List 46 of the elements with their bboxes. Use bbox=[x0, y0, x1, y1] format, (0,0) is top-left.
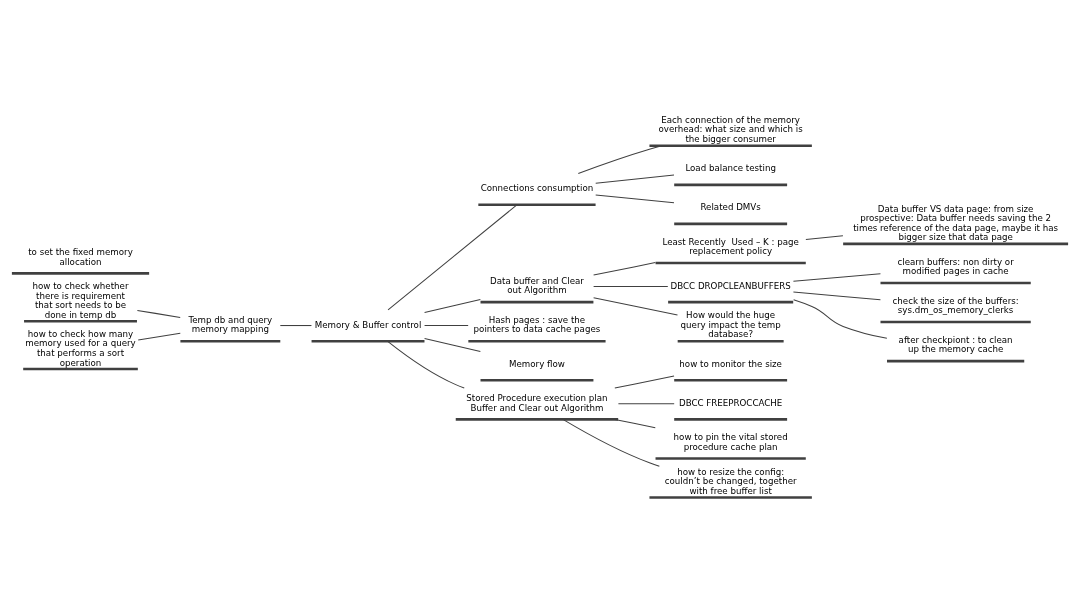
connector bbox=[279, 325, 312, 327]
node-text: Related DMVs bbox=[700, 202, 761, 213]
node-text: DBCC DROPCLEANBUFFERS bbox=[670, 280, 791, 291]
node-text: Data buffer VS data page: from size prospective: Data buffer needs saving the 2 times reference of the data page, maybe it has bigger size that data page bbox=[853, 203, 1059, 243]
node-text: clearn buffers: non dirty or modified pages in cache bbox=[897, 256, 1014, 277]
connector bbox=[593, 297, 678, 316]
connector bbox=[424, 298, 481, 314]
connector bbox=[577, 145, 663, 174]
node-text: Load balance testing bbox=[685, 163, 776, 174]
node-text: Memory & Buffer control bbox=[314, 319, 422, 330]
connector bbox=[595, 194, 675, 204]
node-text: Memory flow bbox=[509, 358, 565, 369]
node-text: Hash pages : save the pointers to data cache pages bbox=[473, 314, 601, 335]
connector bbox=[424, 325, 469, 327]
connector bbox=[424, 338, 481, 353]
connector bbox=[805, 235, 844, 241]
node-text: How would the huge query impact the temp database? bbox=[680, 310, 781, 340]
node-text: to set the fixed memory allocation bbox=[28, 247, 133, 267]
connector bbox=[614, 418, 656, 429]
node-text: how to monitor the size bbox=[679, 358, 782, 369]
connector bbox=[137, 332, 181, 341]
node-text: how to check whether there is requirement that sort needs to be done in temp db bbox=[32, 281, 129, 320]
connector bbox=[387, 340, 465, 389]
node-text: how to check how many memory used for a query that performs a sort operation bbox=[25, 328, 136, 368]
connector bbox=[614, 375, 675, 389]
node-text: Temp db and query memory mapping bbox=[188, 314, 273, 335]
node-text: Least Recently Used – K : page replacement policy bbox=[662, 236, 799, 257]
connector bbox=[595, 174, 675, 184]
node-text: check the size of the buffers: sys.dm_os_memory_clerks bbox=[892, 295, 1019, 316]
connector bbox=[562, 418, 660, 467]
connector bbox=[387, 204, 518, 311]
node-text: Data buffer and Clear out Algorithm bbox=[490, 275, 584, 296]
node-text: Connections consumption bbox=[480, 183, 594, 194]
node-text: after checkpiont : to clean up the memory cache bbox=[898, 334, 1013, 355]
node-text: DBCC FREEPROCCACHE bbox=[678, 397, 783, 408]
node-text: how to pin the vital stored procedure cache plan bbox=[673, 432, 788, 452]
node-text: Stored Procedure execution plan Buffer and Clear out Algorithm bbox=[466, 393, 608, 413]
node-text: how to resize the config: couldn’t be changed, together with free buffer list bbox=[664, 466, 797, 496]
connector bbox=[617, 403, 675, 405]
connector bbox=[792, 291, 881, 301]
connector bbox=[593, 285, 669, 287]
connector bbox=[793, 299, 888, 339]
connector bbox=[593, 262, 656, 276]
node-text: Each connection of the memory overhead: what size and which is the bigger consumer bbox=[658, 114, 803, 144]
connector bbox=[792, 273, 881, 282]
connector bbox=[136, 309, 181, 318]
